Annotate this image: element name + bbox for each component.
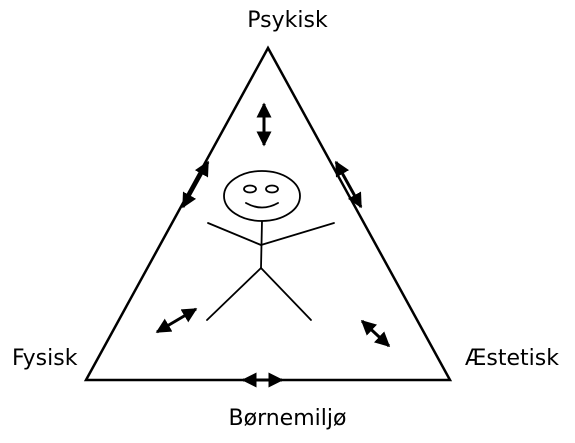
label-aestetisk: Æstetisk (465, 346, 559, 371)
label-boernemiljoe: Børnemiljø (228, 406, 347, 431)
triangle-outline (83, 45, 453, 382)
double-arrow-left-edge-icon (181, 160, 210, 209)
label-fysisk: Fysisk (12, 346, 78, 371)
stick-figure-icon (206, 170, 335, 321)
double-arrow-bottom-right-icon (360, 319, 391, 348)
double-arrow-bottom-left-icon (155, 307, 198, 334)
label-psykisk: Psykisk (247, 8, 328, 33)
double-arrow-right-edge-icon (334, 160, 363, 209)
